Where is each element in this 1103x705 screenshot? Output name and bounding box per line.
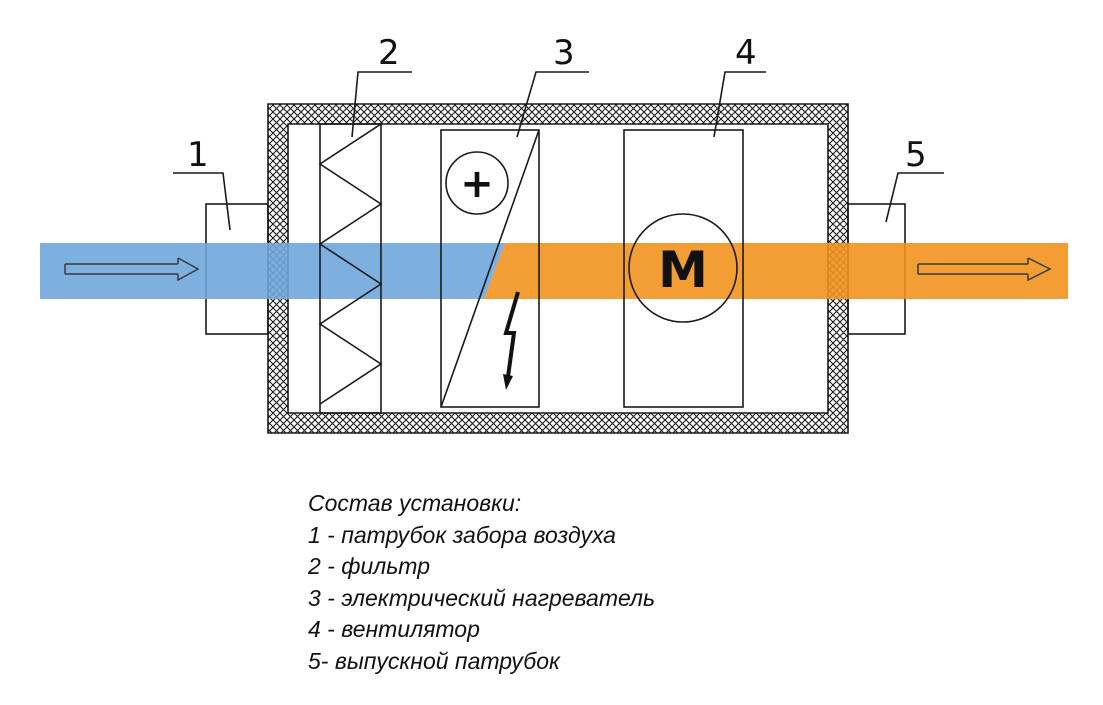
legend-item-5: 5- выпускной патрубок [308,647,560,674]
lightning-bolt-icon [503,291,520,385]
arrow-right-icon [917,257,1052,282]
plus-icon: + [460,161,494,207]
legend-item-4: 4 - вентилятор [308,616,480,642]
callout-5: 5 [905,135,927,175]
cold-air-stream [40,243,505,299]
legend: Состав установки: 1 - патрубок забора во… [308,488,655,677]
legend-item-3: 3 - электрический нагреватель [308,584,656,611]
legend-title: Состав установки: [308,490,522,516]
motor-circle [628,213,738,323]
arrow-right-icon [64,257,200,282]
legend-item-1: 1 - патрубок забора воздуха [308,521,616,548]
callout-2: 2 [378,33,400,73]
filter [318,123,383,414]
callout-3: 3 [553,33,575,73]
legend-item-2: 2 - фильтр [308,553,430,579]
callout-1: 1 [187,135,209,175]
motor-label: M [658,241,708,299]
callout-4: 4 [735,33,757,73]
callout-leaders [173,71,944,231]
fan: M [623,129,744,408]
electric-heater: + [440,129,540,408]
warm-air-stream [484,243,1068,299]
